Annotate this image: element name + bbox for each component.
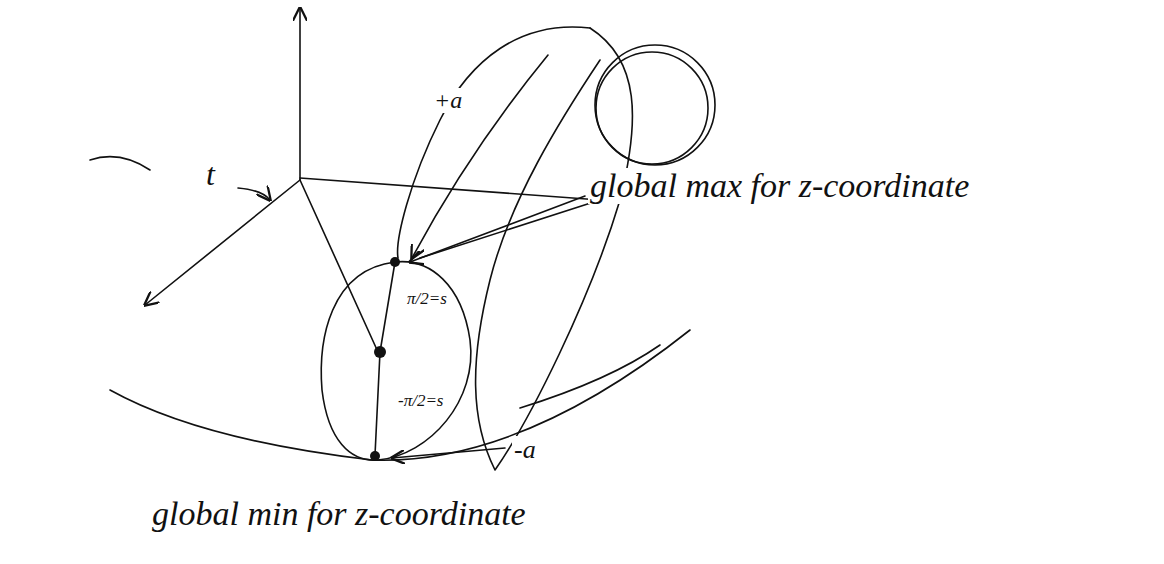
surface-edge [520, 345, 660, 408]
annotation-text: global max for z-coordinate [588, 168, 971, 204]
angle-label: -π/2=s [396, 392, 446, 410]
z-axis [299, 8, 301, 180]
radius-line [300, 180, 378, 352]
annotation-text: global min for z-coordinate [150, 496, 528, 532]
center-point [374, 346, 386, 358]
leader-arrow [410, 196, 585, 262]
tube-radius [375, 262, 395, 455]
leader-arrow [392, 448, 505, 458]
loop-curve [476, 28, 633, 470]
max-point [390, 257, 400, 267]
angle-label: π/2=s [405, 290, 449, 308]
rotation-arrow [238, 188, 270, 200]
cross-section [321, 262, 471, 461]
loop-curve [398, 27, 590, 258]
tube-circle [596, 52, 708, 164]
leader-arrow [412, 55, 548, 258]
tube-circle [595, 45, 715, 165]
min-point [370, 451, 380, 461]
x-axis [145, 180, 300, 305]
parameter-label: t [204, 158, 217, 192]
projection-line [300, 178, 600, 258]
surface-edge [90, 157, 150, 170]
dimension-label: -a [512, 436, 538, 463]
dimension-label: +a [432, 88, 464, 113]
surface-edge [110, 330, 690, 460]
